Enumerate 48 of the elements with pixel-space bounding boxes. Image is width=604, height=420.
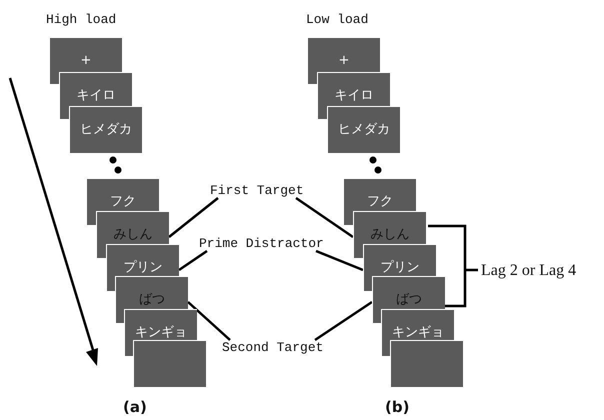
stimulus-screen xyxy=(307,37,380,72)
stimulus-word: プリン xyxy=(122,260,164,276)
leader-line xyxy=(187,301,231,341)
group-heading: High load xyxy=(46,12,116,27)
group-heading: Low load xyxy=(306,12,368,27)
stimulus-word: ばつ xyxy=(138,292,166,308)
stimulus-screen xyxy=(343,178,416,211)
stimulus-screen xyxy=(96,211,169,244)
stimulus-word: キイロ xyxy=(334,88,374,104)
stimulus-word: フク xyxy=(366,194,394,210)
stimulus-screen xyxy=(69,106,142,153)
leader-line xyxy=(295,196,354,238)
stimulus-screen xyxy=(327,106,400,153)
stimulus-screen xyxy=(363,244,436,276)
stimulus-word: キンギョ xyxy=(391,325,445,341)
leader-line xyxy=(168,197,219,238)
stimulus-screen xyxy=(49,37,122,72)
leader-line xyxy=(314,300,373,342)
leader-label: First Target xyxy=(210,183,304,198)
stimulus-word: ヒメダカ xyxy=(337,122,391,138)
stimulus-word: みしん xyxy=(112,227,154,243)
blank-screen xyxy=(133,340,206,387)
stimulus-word: プリン xyxy=(380,260,420,276)
stimulus-screen xyxy=(124,309,197,340)
panel-label: (a) xyxy=(123,398,147,416)
blank-screen xyxy=(390,340,463,387)
stimulus-word: + xyxy=(338,53,350,69)
panel-label: (b) xyxy=(385,398,410,416)
stimulus-screen xyxy=(106,244,179,276)
leader-line xyxy=(178,250,208,272)
leader-label: Second Target xyxy=(222,340,324,355)
stimulus-screen xyxy=(317,72,390,106)
stimulus-screen xyxy=(115,276,188,309)
stimulus-screen xyxy=(353,211,426,244)
stimulus-word: みしん xyxy=(370,227,410,243)
stimulus-word: + xyxy=(80,53,92,69)
stimulus-screen xyxy=(381,309,454,340)
stimulus-word: キンギョ xyxy=(134,325,188,341)
stimulus-word: ばつ xyxy=(395,292,423,308)
stimulus-word: フク xyxy=(109,194,137,210)
leader-line xyxy=(316,250,364,272)
leader-label: Prime Distractor xyxy=(199,236,324,251)
stimulus-word: キイロ xyxy=(76,88,116,104)
lag-label: Lag 2 or Lag 4 xyxy=(481,262,576,280)
stimulus-word: ヒメダカ xyxy=(79,122,133,138)
stimulus-screen xyxy=(372,276,445,309)
stimulus-screen xyxy=(86,178,159,211)
stimulus-screen xyxy=(59,72,132,106)
